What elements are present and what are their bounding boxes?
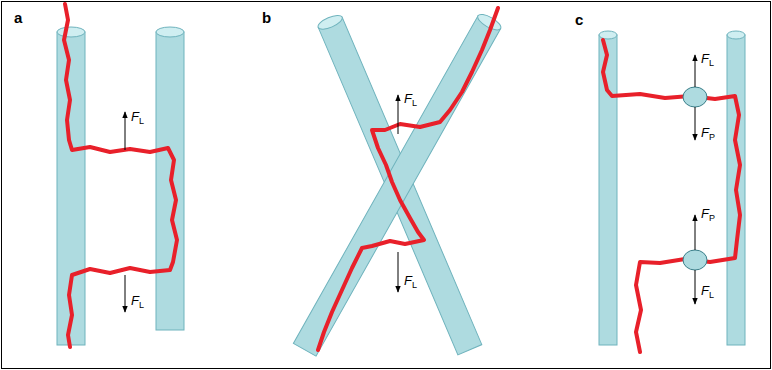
force-subscript: L [139, 301, 144, 310]
panel-letter: b [262, 10, 271, 25]
polymer-chain [603, 40, 740, 352]
force-symbol: F [701, 52, 709, 65]
force-arrow [695, 107, 696, 140]
force-symbol: F [404, 92, 412, 105]
force-subscript: L [139, 117, 144, 126]
force-subscript: L [412, 281, 417, 290]
panel-letter: a [14, 10, 22, 25]
polymer-chain [64, 4, 177, 347]
force-symbol: F [701, 207, 709, 220]
force-symbol: F [701, 284, 709, 297]
force-arrow [398, 95, 399, 134]
force-symbol: F [131, 110, 139, 123]
force-arrow [695, 55, 696, 87]
force-arrow [695, 215, 696, 250]
force-subscript: L [412, 99, 417, 108]
pinning-point [683, 250, 707, 270]
polymer-chain [318, 8, 498, 350]
force-arrow [398, 252, 399, 292]
force-symbol: F [701, 126, 709, 139]
force-subscript: P [709, 133, 715, 142]
panel-letter: c [575, 12, 583, 27]
cylinder [293, 11, 503, 356]
force-subscript: L [709, 291, 714, 300]
force-subscript: P [709, 214, 715, 223]
force-subscript: L [709, 59, 714, 68]
force-symbol: F [131, 294, 139, 307]
force-arrow [695, 270, 696, 304]
cylinder [599, 31, 617, 345]
pinning-point [683, 87, 707, 107]
force-arrow [125, 112, 126, 150]
force-symbol: F [404, 274, 412, 287]
force-arrow [125, 275, 126, 312]
